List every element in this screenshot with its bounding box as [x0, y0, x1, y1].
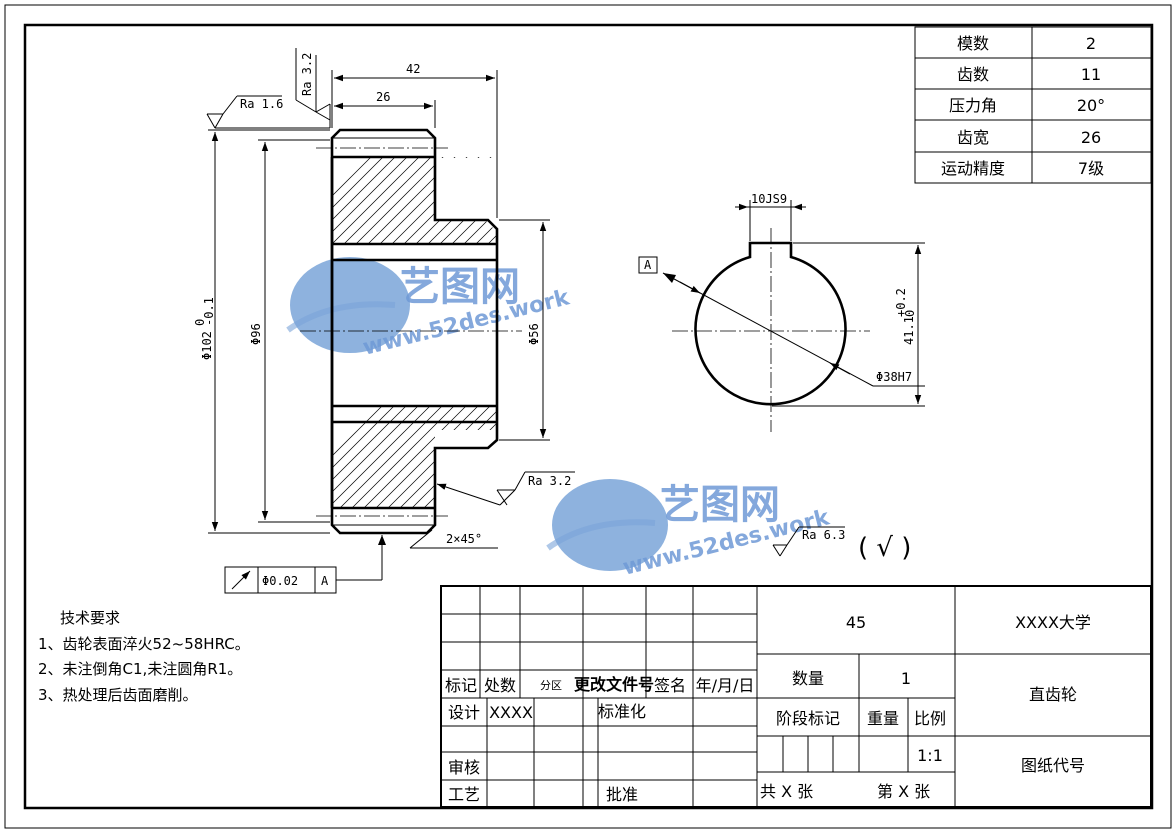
rev-date-label: 年/月/日	[696, 676, 755, 695]
section-dimensions: 42 26 Ra 3.2 Ra 1.6 Φ102 0 -0.1	[193, 48, 575, 581]
tech-requirement-item: 3、热处理后齿面磨削。	[38, 686, 198, 704]
ra-3.2-side: Ra 3.2	[528, 474, 571, 488]
params-table: 模数 2 齿数 11 压力角 20° 齿宽 26 运动精度 7级	[914, 26, 1152, 184]
dim-dia-102-tol-lower: -0.1	[202, 297, 216, 326]
general-roughness-symbol: ( √ )	[858, 533, 911, 563]
designer-name: XXXX	[489, 703, 533, 722]
param-value: 7级	[1078, 159, 1104, 178]
param-value: 2	[1086, 34, 1096, 53]
scale-label: 比例	[914, 709, 946, 728]
stage-label: 阶段标记	[776, 709, 840, 728]
dim-dia-102: Φ102	[200, 331, 214, 360]
weight-label: 重量	[867, 709, 899, 728]
rev-count-label: 处数	[484, 676, 516, 695]
datum-a: A	[644, 258, 652, 272]
tolerance-datum: A	[321, 574, 329, 588]
param-label: 运动精度	[941, 159, 1005, 178]
rev-doc-label: 更改文件号	[574, 675, 654, 694]
part-name: 直齿轮	[1029, 685, 1077, 704]
watermark-2: 艺图网 www.52des.work	[546, 479, 833, 581]
gear-section-view	[300, 128, 522, 535]
dim-depth: 41.1	[902, 316, 916, 345]
param-value: 11	[1081, 65, 1101, 84]
ra-3.2-top: Ra 3.2	[300, 53, 314, 96]
tolerance-value: Φ0.02	[262, 574, 298, 588]
organization: XXXX大学	[1015, 613, 1091, 632]
tech-requirements-title: 技术要求	[60, 609, 120, 627]
tech-requirement-item: 1、齿轮表面淬火52~58HRC。	[38, 635, 250, 653]
general-roughness: Ra 6.3 ( √ )	[772, 526, 911, 563]
sheet-total: 共 X 张	[760, 782, 813, 801]
tolerance-frame: Φ0.02 A	[224, 566, 337, 594]
param-label: 齿数	[957, 65, 989, 84]
dim-26: 26	[376, 90, 390, 104]
dim-dia-56: Φ56	[527, 323, 541, 345]
param-label: 模数	[957, 34, 989, 53]
ra-6.3: Ra 6.3	[802, 528, 845, 542]
scale-value: 1:1	[917, 746, 943, 765]
process-label: 工艺	[448, 785, 480, 804]
ra-1.6: Ra 1.6	[240, 97, 283, 111]
tech-requirement-item: 2、未注倒角C1,未注圆角R1。	[38, 660, 242, 678]
sheet-number: 第 X 张	[877, 782, 930, 801]
rev-mark-label: 标记	[445, 676, 477, 695]
title-block: 标记 处数 分区 更改文件号 签名 年/月/日 设计 XXXX 标准化 审核 工…	[440, 585, 1152, 808]
rev-zone-label: 分区	[540, 679, 562, 692]
param-label: 压力角	[949, 96, 997, 115]
rev-sign-label: 签名	[654, 676, 686, 695]
watermark-brand: 艺图网	[660, 482, 780, 528]
approve-label: 批准	[606, 785, 638, 804]
quantity-label: 数量	[792, 669, 824, 688]
param-value: 26	[1081, 128, 1101, 147]
dim-dia-96: Φ96	[249, 323, 263, 345]
dim-chamfer: 2×45°	[446, 532, 482, 546]
outer-border	[4, 4, 1172, 829]
dim-dia-102-tol-upper: 0	[193, 319, 207, 326]
standard-label: 标准化	[598, 702, 646, 721]
dim-keyway: 10JS9	[751, 192, 787, 206]
dim-bore: Φ38H7	[876, 370, 912, 384]
param-value: 20°	[1077, 96, 1105, 115]
drawing-code: 图纸代号	[1021, 756, 1085, 775]
dim-depth-tol-lower: 0	[903, 310, 917, 317]
dim-depth-tol-upper: +0.2	[894, 288, 908, 317]
quantity-value: 1	[901, 669, 911, 688]
design-label: 设计	[448, 703, 480, 722]
param-label: 齿宽	[957, 128, 989, 147]
dim-42: 42	[406, 62, 420, 76]
review-label: 审核	[448, 758, 480, 777]
tech-requirements: 技术要求 1、齿轮表面淬火52~58HRC。 2、未注倒角C1,未注圆角R1。 …	[38, 609, 250, 704]
gear-end-view: 10JS9 41.1 +0.2 0 Φ38H7 A	[638, 192, 925, 432]
material: 45	[846, 613, 866, 632]
watermark-brand: 艺图网	[400, 264, 520, 310]
